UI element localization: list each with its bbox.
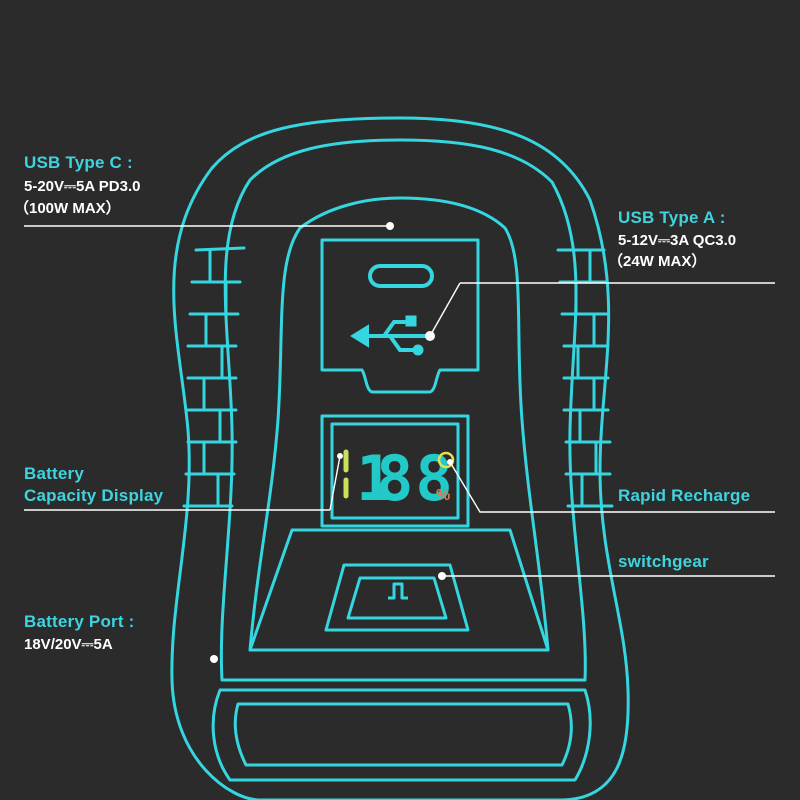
display-percent: % (436, 487, 450, 504)
display-lead-digit: 1 (356, 442, 393, 515)
leader-display-up (329, 455, 341, 511)
display-inner (330, 422, 460, 520)
battery-rail-inner (233, 702, 573, 767)
usb-a-title: USB Type A : (618, 208, 726, 227)
power-switch-icon (346, 576, 448, 620)
leader-dot-usb-a (425, 331, 435, 341)
leader-dot-switch (438, 572, 446, 580)
body-inner-shell (219, 138, 587, 682)
leader-dot-battery-port (210, 655, 218, 663)
leader-dot-display (337, 453, 343, 459)
battery-port-spec: 18V/20V⎓5A (24, 636, 113, 653)
battery-display-subtitle: Capacity Display (24, 486, 164, 505)
leader-dot-recharge (447, 459, 453, 465)
usb-module-housing (320, 238, 480, 394)
switchgear-label: switchgear (618, 552, 709, 571)
leader-dot-usb-c (386, 222, 394, 230)
usb-c-port-icon (368, 264, 434, 288)
battery-display-title: Battery (24, 464, 84, 483)
rapid-recharge-icon (437, 451, 455, 469)
battery-rail-outer (211, 688, 592, 782)
usb-c-title: USB Type C : (24, 153, 133, 172)
usb-c-spec: 5-20V⎓5A PD3.0 (24, 178, 141, 195)
usb-symbol-icon (350, 315, 434, 356)
right-grip-ribs (556, 248, 614, 508)
leader-usb-a-drop (429, 282, 461, 337)
leader-recharge (449, 461, 775, 513)
left-grip-ribs (182, 246, 246, 508)
display-window (320, 414, 470, 528)
front-panel (248, 196, 550, 652)
usb-c-max: （100W MAX） (14, 200, 121, 217)
switch-housing (324, 563, 470, 632)
usb-a-max: （24W MAX） (608, 253, 707, 270)
switch-recess (248, 528, 550, 652)
display-digits: 88 (376, 442, 455, 515)
rapid-recharge-label: Rapid Recharge (618, 486, 751, 505)
usb-a-spec: 5-12V⎓3A QC3.0 (618, 232, 737, 249)
battery-port-title: Battery Port : (24, 612, 135, 631)
body-outer-shell (170, 116, 630, 800)
